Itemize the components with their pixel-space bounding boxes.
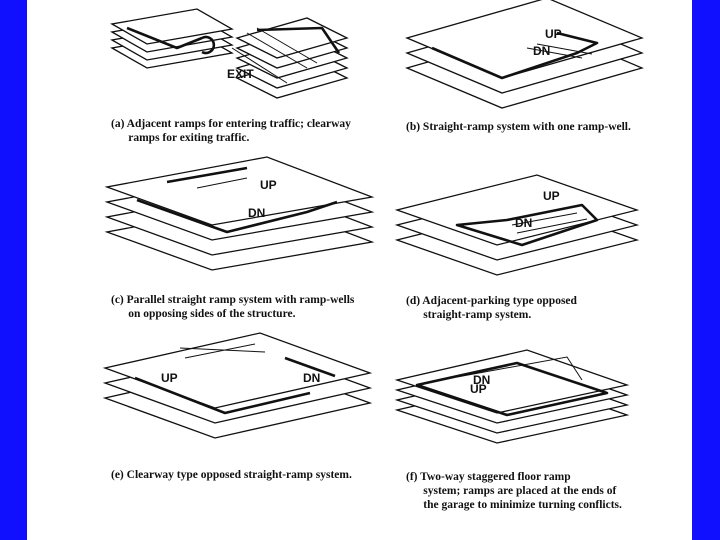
figure-a-caption: (a) Adjacent ramps for entering traffic;… <box>111 118 351 144</box>
figure-b-label-up: UP <box>545 27 562 41</box>
figure-d-floors <box>394 174 640 276</box>
figure-f-diagram: DN UP <box>394 349 630 444</box>
figure-c-floors <box>104 156 375 271</box>
figure-f-label-up: UP <box>470 382 487 396</box>
figure-f: DN UP <box>394 349 637 465</box>
figure-f-caption: (f) Two-way staggered floor ramp system;… <box>406 471 622 511</box>
figure-d-caption: (d) Adjacent-parking type opposed straig… <box>406 295 577 321</box>
figure-d-label-dn: DN <box>515 216 532 230</box>
figure-a-floors <box>110 8 349 99</box>
figure-b-caption: (b) Straight-ramp system with one ramp-w… <box>406 121 631 133</box>
figure-b-floors <box>405 0 644 109</box>
figure-e: UP DN <box>102 332 375 458</box>
figure-f-floors <box>394 349 630 444</box>
figure-e-caption: (e) Clearway type opposed straight-ramp … <box>111 469 352 481</box>
figure-e-label-dn: DN <box>303 371 320 385</box>
figure-e-diagram: UP DN <box>102 332 373 439</box>
figure-a-diagram: EXIT <box>110 8 349 99</box>
figure-b-diagram: UP DN <box>405 0 644 109</box>
figure-b-label-dn: DN <box>533 44 550 58</box>
figure-e-floors <box>102 332 373 439</box>
figure-e-label-up: UP <box>161 371 178 385</box>
figure-b: UP DN <box>405 0 657 118</box>
figure-a-label-exit: EXIT <box>227 67 254 81</box>
figure-a: EXIT <box>107 8 357 108</box>
figure-c-diagram: UP DN <box>104 156 375 271</box>
figure-d-label-up: UP <box>543 189 560 203</box>
figure-d: UP DN <box>394 174 647 285</box>
figure-c: UP DN <box>104 156 377 282</box>
figure-c-label-dn: DN <box>248 206 265 220</box>
figure-c-label-up: UP <box>260 178 277 192</box>
figure-d-diagram: UP DN <box>394 174 640 276</box>
figure-f-label-dn: DN <box>473 373 490 387</box>
slide-sheet: EXIT (a) Adjacent ramps for entering tra… <box>27 0 692 540</box>
figure-c-caption: (c) Parallel straight ramp system with r… <box>111 294 355 320</box>
